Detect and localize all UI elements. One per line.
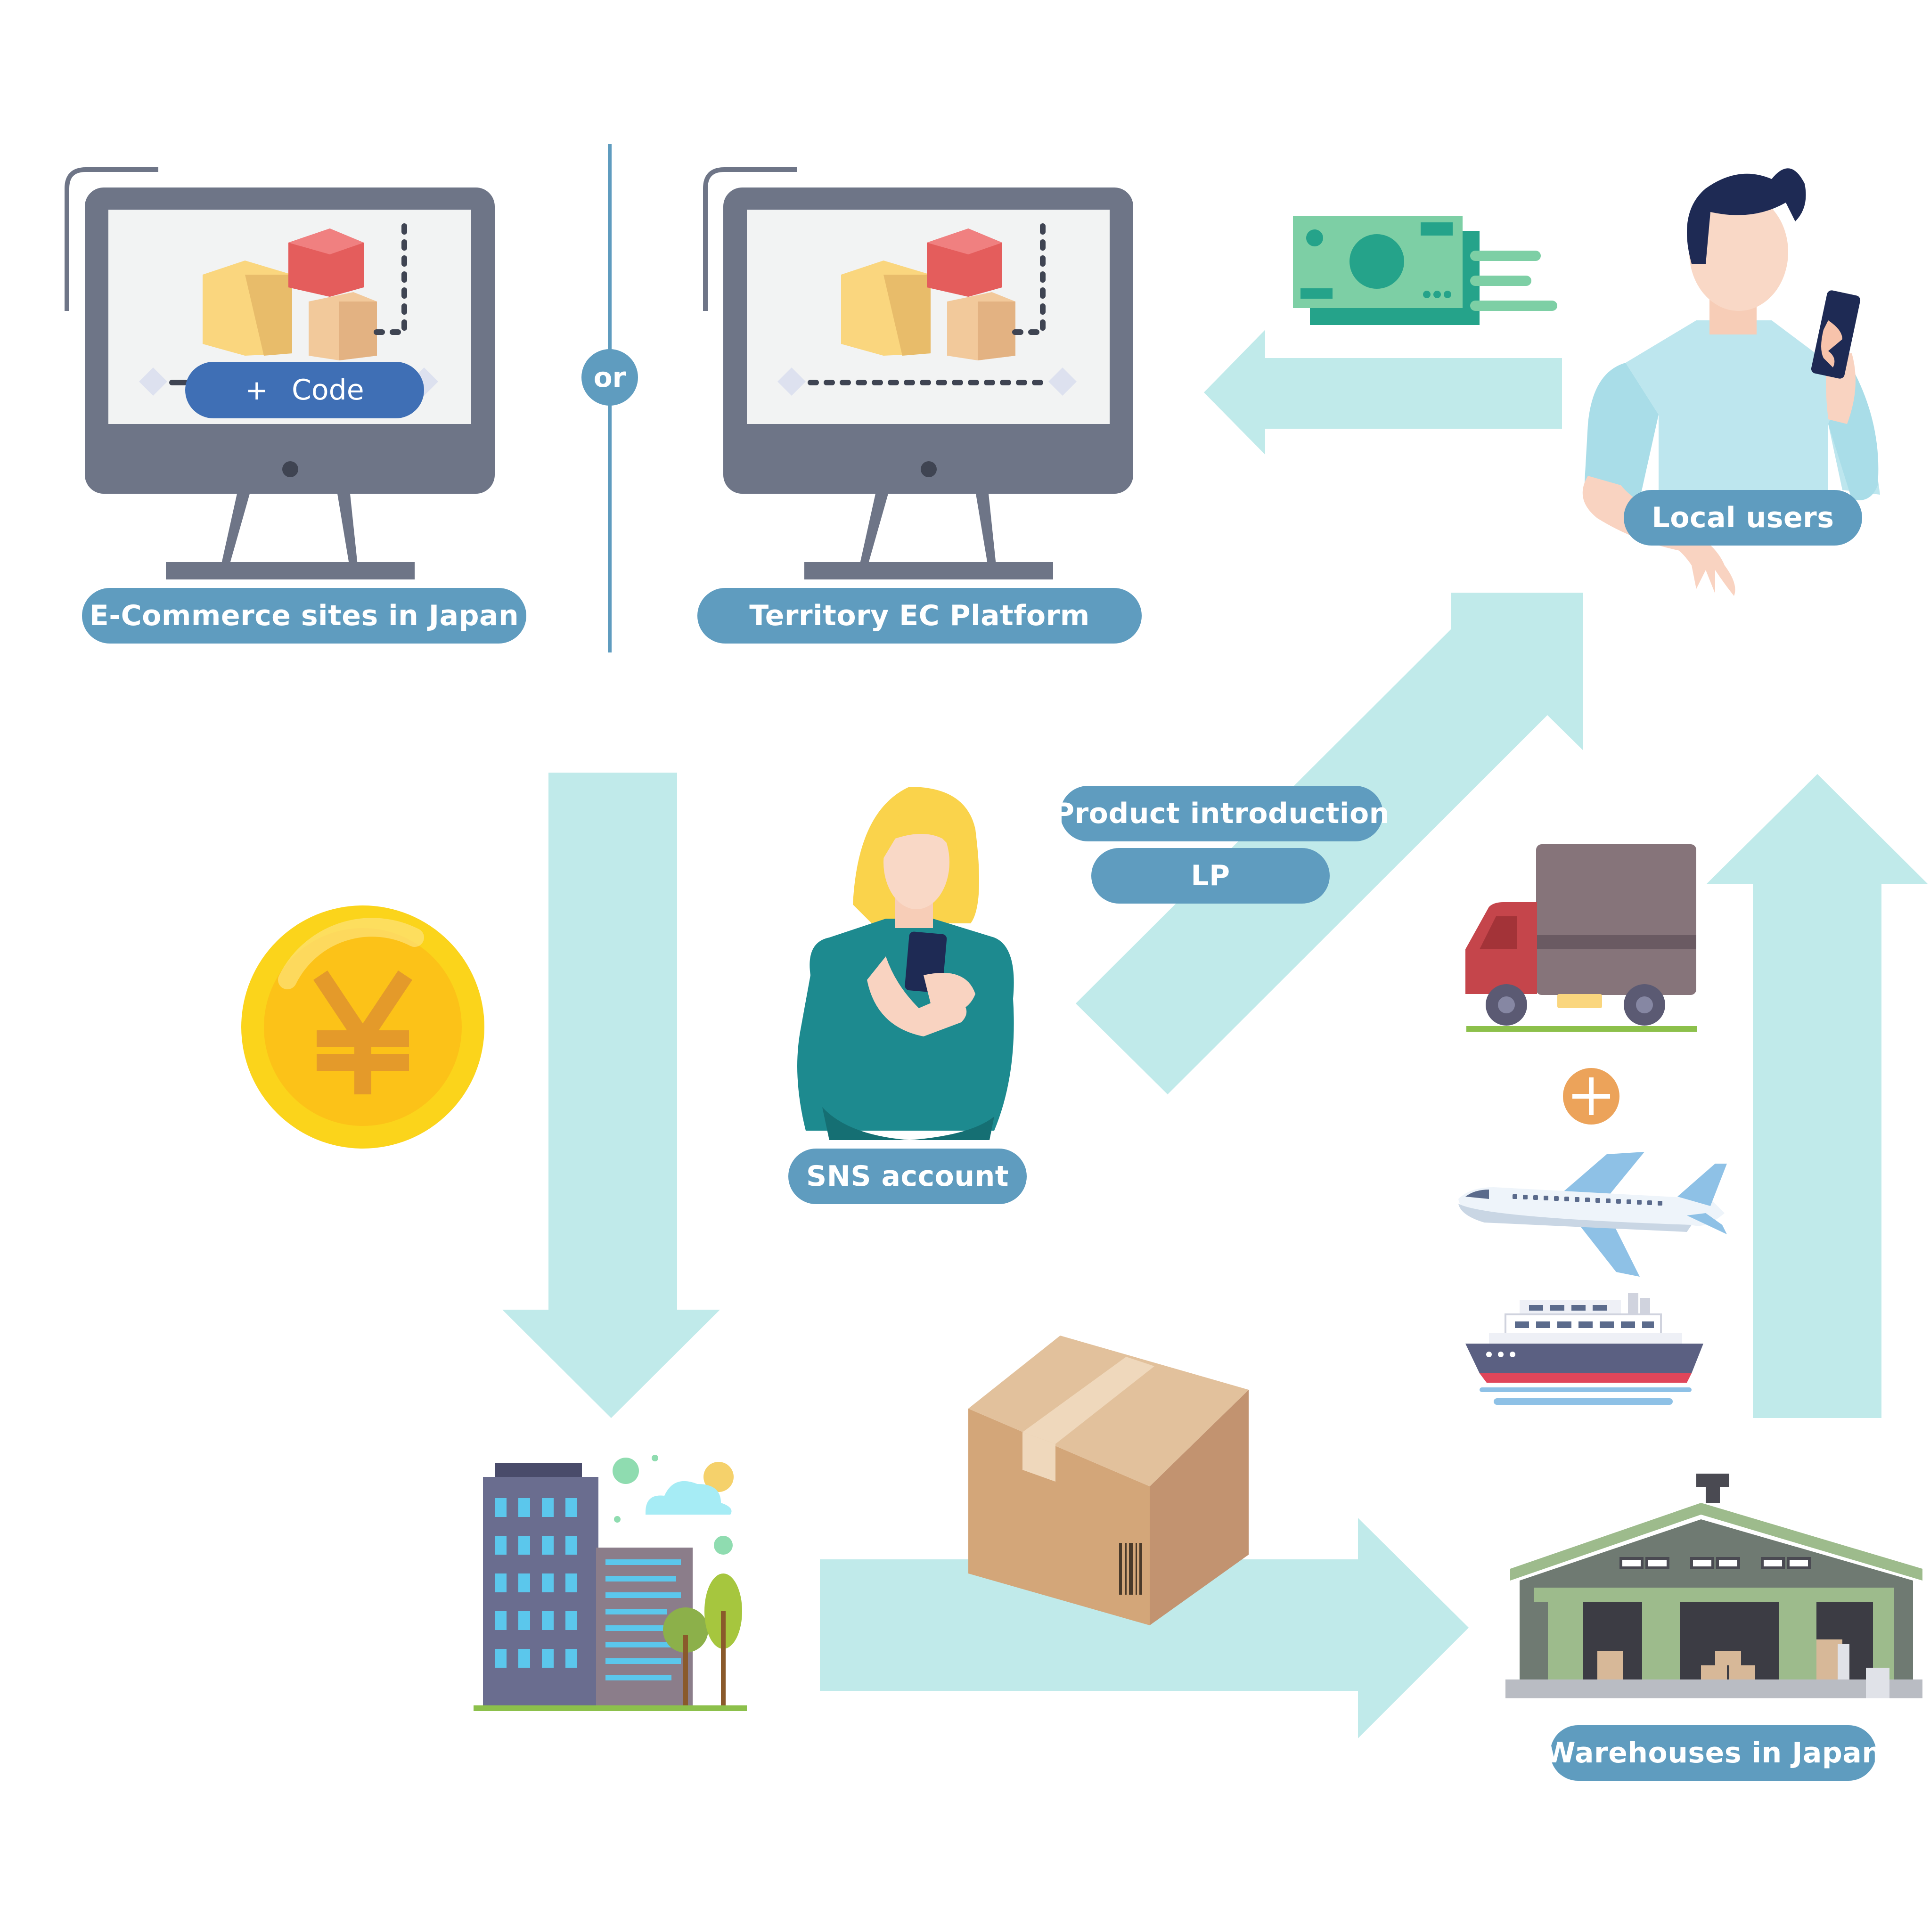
- label-local-users: Local users: [1624, 490, 1862, 546]
- warehouse-icon: [1505, 1474, 1922, 1698]
- banknote-icon: [1293, 216, 1557, 325]
- label-lp: LP: [1091, 848, 1330, 904]
- code-button: + Code: [185, 362, 424, 418]
- label-sns-account-text: SNS account: [806, 1160, 1009, 1193]
- label-sns-account: SNS account: [788, 1149, 1027, 1204]
- label-ecommerce-japan-text: E-Commerce sites in Japan: [89, 599, 519, 632]
- arrow-left-payment: [1204, 330, 1562, 455]
- woman-with-phone-icon: [797, 787, 1014, 1140]
- cruise-ship-icon: [1465, 1293, 1703, 1405]
- label-product-introduction: Product introduction: [1054, 786, 1389, 841]
- or-badge-text: or: [593, 361, 626, 393]
- plus-circle-icon: [1563, 1068, 1619, 1125]
- cubes-icon: [203, 228, 377, 360]
- or-badge: or: [581, 349, 638, 406]
- cardboard-box-icon: [968, 1336, 1249, 1625]
- code-label: Code: [292, 374, 364, 407]
- arrow-diagonal-promotion: [1076, 593, 1583, 1094]
- flow-arrows: [502, 330, 1928, 1738]
- plus-icon: +: [245, 374, 268, 406]
- label-lp-text: LP: [1191, 859, 1230, 892]
- label-territory-ec: Territory EC Platform: [697, 588, 1142, 644]
- label-product-introduction-text: Product introduction: [1054, 797, 1390, 830]
- label-warehouses-japan: Warehouses in Japan: [1544, 1725, 1882, 1781]
- delivery-truck-icon: [1465, 844, 1697, 1032]
- arrow-up-delivery: [1707, 774, 1928, 1418]
- label-warehouses-japan-text: Warehouses in Japan: [1544, 1736, 1882, 1769]
- label-local-users-text: Local users: [1652, 501, 1834, 534]
- cubes-icon: [841, 228, 1015, 360]
- office-building-icon: [474, 1455, 747, 1711]
- airplane-icon: [1458, 1152, 1727, 1277]
- yen-coin-icon: [241, 905, 484, 1149]
- arrow-down-order: [502, 773, 720, 1418]
- man-with-phone-icon: [1582, 168, 1880, 596]
- label-territory-ec-text: Territory EC Platform: [749, 599, 1090, 632]
- computer-monitor-icon: [703, 167, 1133, 579]
- label-ecommerce-japan: E-Commerce sites in Japan: [82, 588, 526, 644]
